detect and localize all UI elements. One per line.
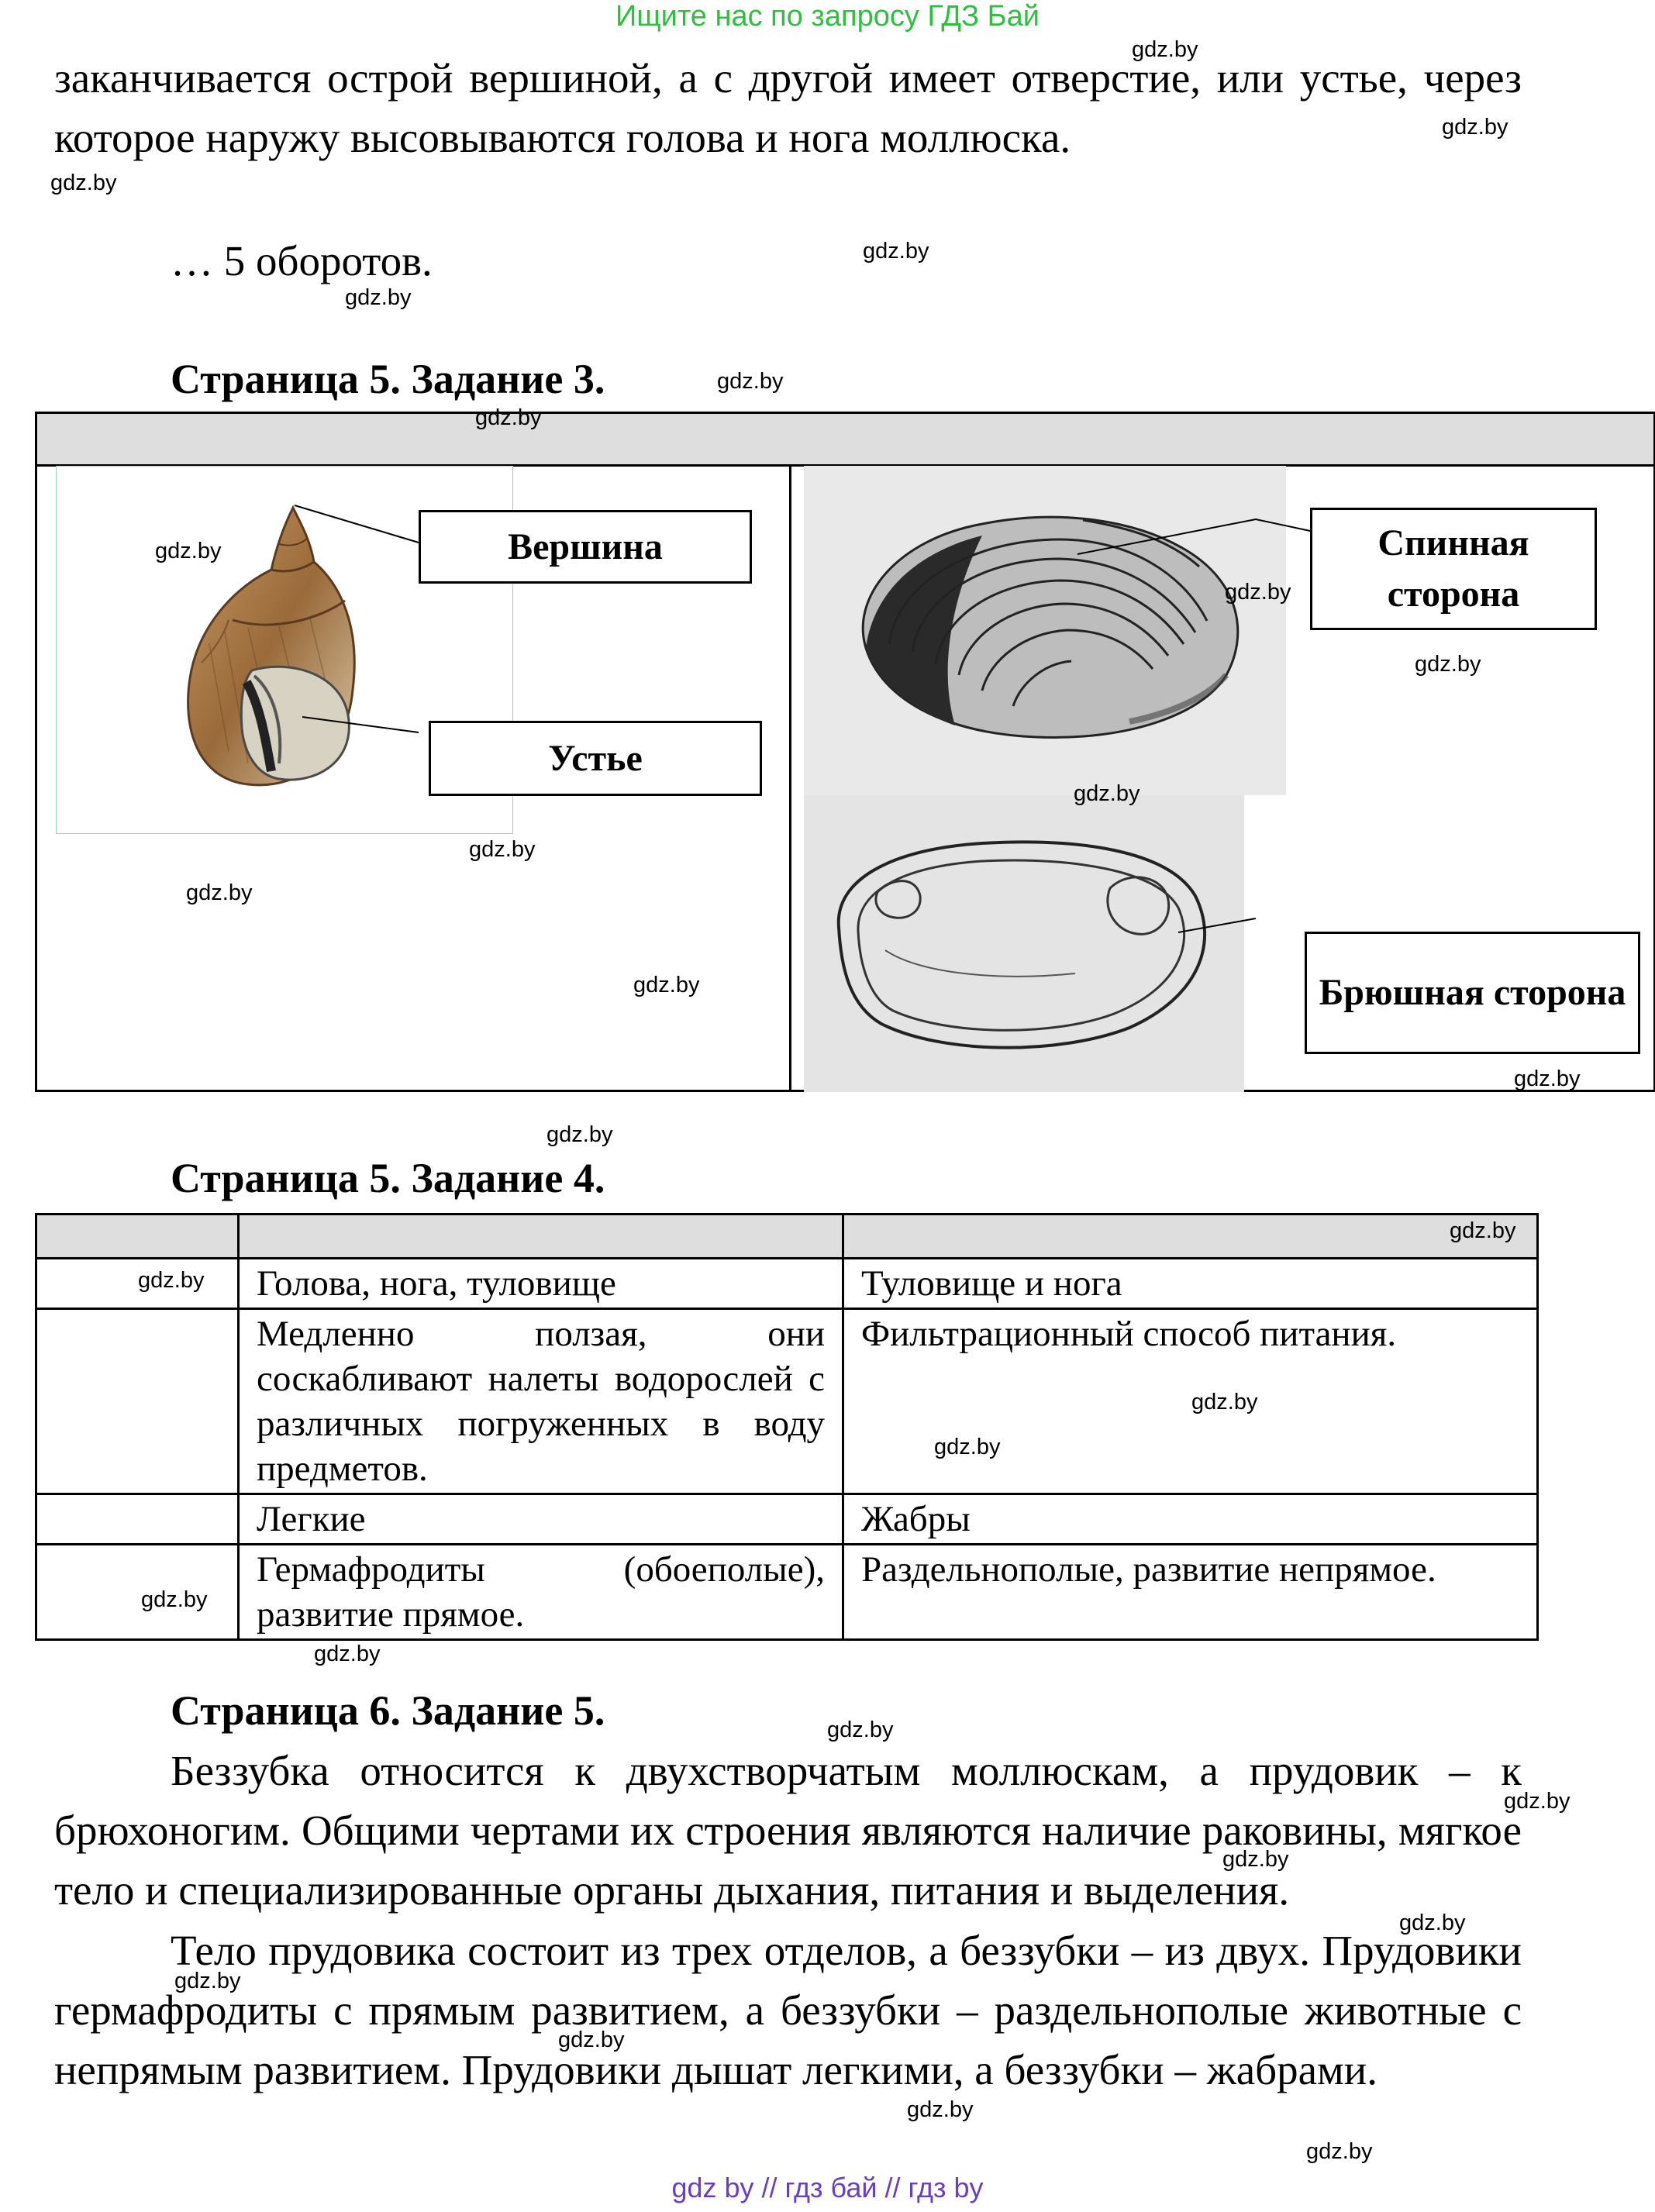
- watermark: gdz.by: [1514, 1066, 1581, 1091]
- intro-paragraph: заканчивается острой вершиной, а с друго…: [54, 54, 1522, 161]
- mussel-cell: Раздельнополые, развитие непрямое.: [842, 1543, 1539, 1641]
- watermark: gdz.by: [1306, 2139, 1373, 2164]
- label-dorsal-side: Спинная сторона: [1310, 508, 1597, 630]
- mussel-cell: Жабры: [842, 1493, 1539, 1545]
- watermark: gdz.by: [141, 1587, 208, 1612]
- task3-column-divider: [789, 464, 791, 1090]
- snail-image-frame: [56, 466, 513, 834]
- watermark: gdz.by: [469, 837, 536, 862]
- footer-links[interactable]: gdz by // гдз бай // гдз by: [671, 2172, 984, 2203]
- task3-heading: Страница 5. Задание 3.: [171, 356, 605, 402]
- watermark: gdz.by: [1225, 580, 1291, 605]
- turns-text: … 5 оборотов.: [171, 237, 433, 284]
- mussel-ventral-image-bg: [804, 795, 1244, 1092]
- mussel-shell-exterior-illustration: [861, 515, 1240, 739]
- task4-table: Голова, нога, туловище Туловище и нога М…: [35, 1213, 1539, 1641]
- task4-heading: Страница 5. Задание 4.: [171, 1155, 605, 1201]
- table-row: Легкие Жабры: [35, 1493, 1539, 1545]
- watermark: gdz.by: [155, 539, 222, 563]
- watermark: gdz.by: [546, 1122, 613, 1147]
- watermark: gdz.by: [1074, 781, 1140, 806]
- mussel-shell-interior-illustration: [836, 840, 1207, 1049]
- header-cell: [237, 1213, 844, 1259]
- snail-callout-lines: [294, 505, 419, 733]
- watermark: gdz.by: [174, 1969, 241, 1993]
- mussel-cell: Фильтрационный способ питания.: [842, 1308, 1539, 1495]
- watermark: gdz.by: [1222, 1847, 1289, 1872]
- watermark: gdz.by: [1415, 652, 1481, 677]
- task5-paragraph-1: Беззубка относится к двухстворчатым молл…: [54, 1747, 1522, 1914]
- mussel-callout-lines: [1077, 518, 1311, 933]
- task3-header-right: [789, 414, 1653, 467]
- label-aperture: Устье: [429, 721, 762, 796]
- row-label-cell: [35, 1493, 240, 1545]
- watermark: gdz.by: [633, 973, 700, 997]
- task5-paragraph-2: Тело прудовика состоит из трех отделов, …: [54, 1927, 1522, 2093]
- watermark: gdz.by: [907, 2097, 974, 2122]
- top-banner[interactable]: Ищите нас по запросу ГДЗ Бай: [615, 0, 1040, 33]
- watermark: gdz.by: [1450, 1218, 1516, 1243]
- header-cell: [842, 1213, 1539, 1259]
- watermark: gdz.by: [934, 1435, 1001, 1459]
- header-cell: [35, 1213, 240, 1259]
- snail-cell: Голова, нога, туловище: [237, 1257, 844, 1310]
- row-label-cell: [35, 1308, 240, 1495]
- watermark: gdz.by: [314, 1642, 381, 1666]
- watermark: gdz.by: [1504, 1789, 1571, 1814]
- label-ventral-side: Брюшная сторона: [1305, 932, 1640, 1054]
- watermark: gdz.by: [1442, 115, 1508, 140]
- watermark: gdz.by: [1191, 1390, 1258, 1414]
- watermark: gdz.by: [1132, 37, 1198, 62]
- table-header-row: [35, 1213, 1539, 1259]
- watermark: gdz.by: [558, 2028, 625, 2052]
- pond-snail-shell-illustration: [187, 505, 356, 787]
- task3-header-left: [37, 414, 791, 467]
- watermark: gdz.by: [717, 369, 784, 394]
- watermark: gdz.by: [50, 171, 117, 195]
- table-row: Медленно ползая, они соскабливают налеты…: [35, 1308, 1539, 1495]
- task5-heading: Страница 6. Задание 5.: [171, 1687, 605, 1734]
- table-row: Гермафродиты (обоеполые), развитие прямо…: [35, 1543, 1539, 1641]
- watermark: gdz.by: [1399, 1911, 1466, 1935]
- mussel-cell: Туловище и нога: [842, 1257, 1539, 1310]
- watermark: gdz.by: [138, 1268, 205, 1293]
- row-label-cell: [35, 1257, 240, 1310]
- watermark: gdz.by: [827, 1718, 894, 1742]
- row-label-cell: [35, 1543, 240, 1641]
- watermark: gdz.by: [186, 880, 253, 905]
- watermark: gdz.by: [345, 285, 412, 310]
- snail-cell: Гермафродиты (обоеполые), развитие прямо…: [237, 1543, 844, 1641]
- table-row: Голова, нога, туловище Туловище и нога: [35, 1257, 1539, 1310]
- snail-cell: Медленно ползая, они соскабливают налеты…: [237, 1308, 844, 1495]
- label-apex: Вершина: [419, 510, 752, 584]
- watermark: gdz.by: [863, 239, 929, 264]
- snail-cell: Легкие: [237, 1493, 844, 1545]
- watermark: gdz.by: [475, 405, 542, 430]
